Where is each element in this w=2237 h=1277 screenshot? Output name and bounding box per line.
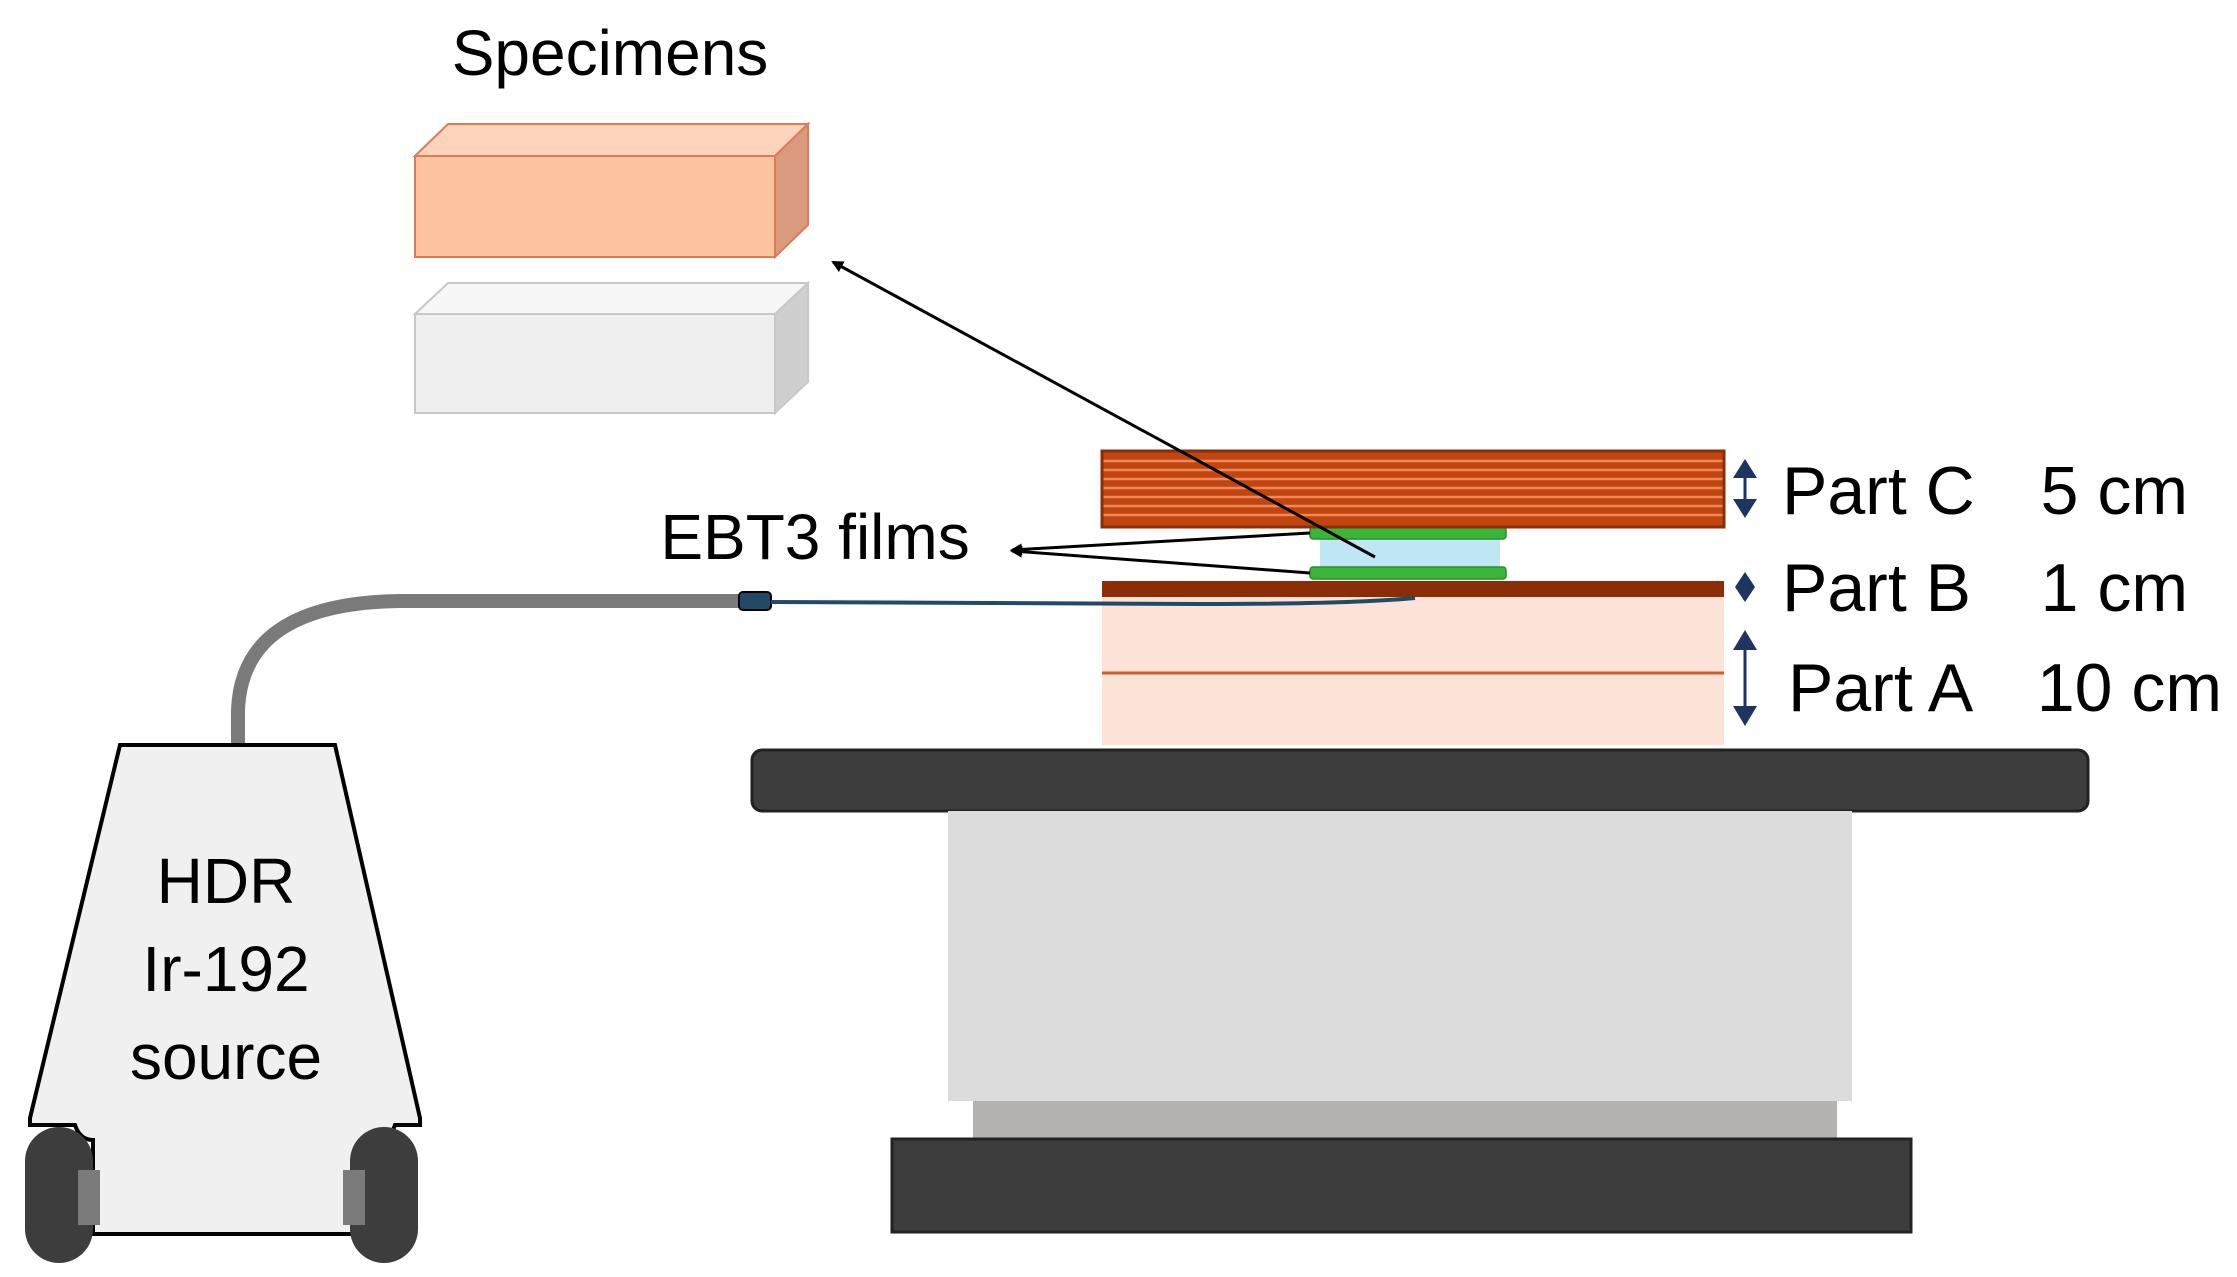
ebt3-films-label: EBT3 films [660,501,969,573]
ebt3-film-stack [1309,526,1507,580]
transfer-tube [231,594,742,745]
part-b-thickness: 1 cm [2041,550,2188,626]
source-label-line3: source [130,1021,322,1093]
source-label-line1: HDR [157,845,296,917]
arrow-to-upper-film [1010,531,1311,556]
wheel-left-icon [25,1127,93,1263]
treatment-couch [750,748,2090,1234]
part-c-thickness: 5 cm [2041,453,2188,529]
arrow-film-to-specimens [831,260,1376,559]
dimension-arrow-part-c [1733,459,1757,518]
couch-column [948,811,1852,1101]
dimension-arrow-part-b [1735,572,1755,602]
part-a-thickness: 10 cm [2037,650,2222,726]
couch-base [890,1137,1913,1234]
arrow-to-lower-film [1010,545,1311,575]
part-b-slab [1102,581,1724,597]
tube-connector [738,591,772,611]
catheter [770,596,1416,607]
specimen-block-orange [412,121,811,260]
specimens-label: Specimens [452,17,769,89]
ebt3-film-lower [1309,566,1507,580]
wheel-right-icon [350,1127,418,1263]
part-c-name: Part C [1782,453,1975,529]
part-b-name: Part B [1782,550,1971,626]
couch-column-foot [973,1101,1837,1139]
part-c-slab [1100,449,1726,529]
couch-top [750,748,2090,813]
part-a-name: Part A [1788,650,1974,726]
source-label-line2: Ir-192 [142,933,309,1005]
hdr-afterloader: HDR Ir-192 source [25,743,422,1263]
dimension-arrow-part-a [1733,630,1757,726]
specimen-block-white [412,280,811,416]
part-a-phantom [1102,595,1724,745]
